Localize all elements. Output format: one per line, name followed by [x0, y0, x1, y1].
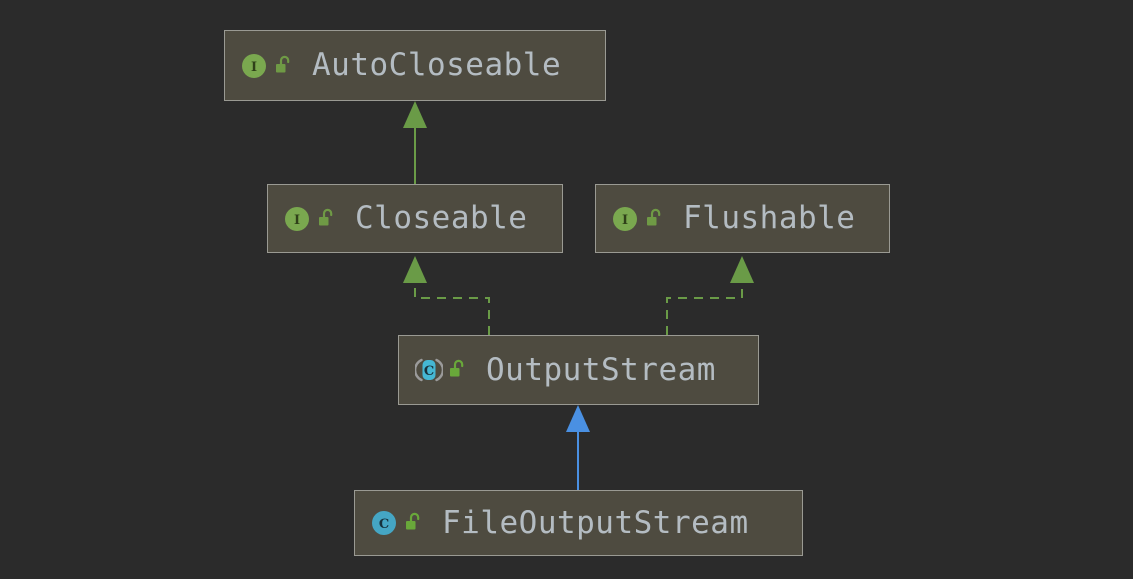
- unlocked-padlock-icon: [643, 207, 665, 231]
- unlocked-padlock-icon: [315, 207, 337, 231]
- node-label: AutoCloseable: [312, 47, 562, 83]
- unlocked-padlock-icon: [446, 358, 468, 382]
- node-label: Closeable: [355, 200, 528, 236]
- interface-icon: I: [241, 53, 267, 79]
- node-fileoutputstream[interactable]: C FileOutputStream: [354, 490, 803, 556]
- node-closeable[interactable]: I Closeable: [267, 184, 563, 253]
- edge-outputstream-implements-flushable: [666, 256, 754, 335]
- class-icon: C: [371, 510, 397, 536]
- node-flushable[interactable]: I Flushable: [595, 184, 890, 253]
- unlocked-padlock-icon: [402, 511, 424, 535]
- node-icon-group: I: [241, 53, 294, 79]
- node-autocloseable[interactable]: I AutoCloseable: [224, 30, 606, 101]
- svg-text:C: C: [424, 364, 434, 379]
- abstract-class-icon: C: [413, 357, 445, 383]
- svg-text:I: I: [251, 60, 257, 75]
- node-label: FileOutputStream: [442, 504, 749, 541]
- interface-icon: I: [284, 206, 310, 232]
- node-outputstream[interactable]: C OutputStream: [398, 335, 759, 405]
- svg-text:I: I: [294, 213, 300, 228]
- unlocked-padlock-icon: [272, 54, 294, 78]
- node-label: OutputStream: [486, 351, 716, 388]
- node-icon-group: I: [284, 206, 337, 232]
- svg-text:I: I: [622, 213, 628, 228]
- edge-outputstream-implements-closeable: [403, 256, 490, 335]
- edge-closeable-extends-autocloseable: [403, 101, 427, 184]
- node-icon-group: C: [371, 510, 424, 536]
- node-icon-group: I: [612, 206, 665, 232]
- node-label: Flushable: [683, 200, 856, 236]
- node-icon-group: C: [413, 357, 468, 383]
- interface-icon: I: [612, 206, 638, 232]
- edge-fileoutputstream-extends-outputstream: [566, 405, 590, 490]
- svg-text:C: C: [379, 517, 389, 532]
